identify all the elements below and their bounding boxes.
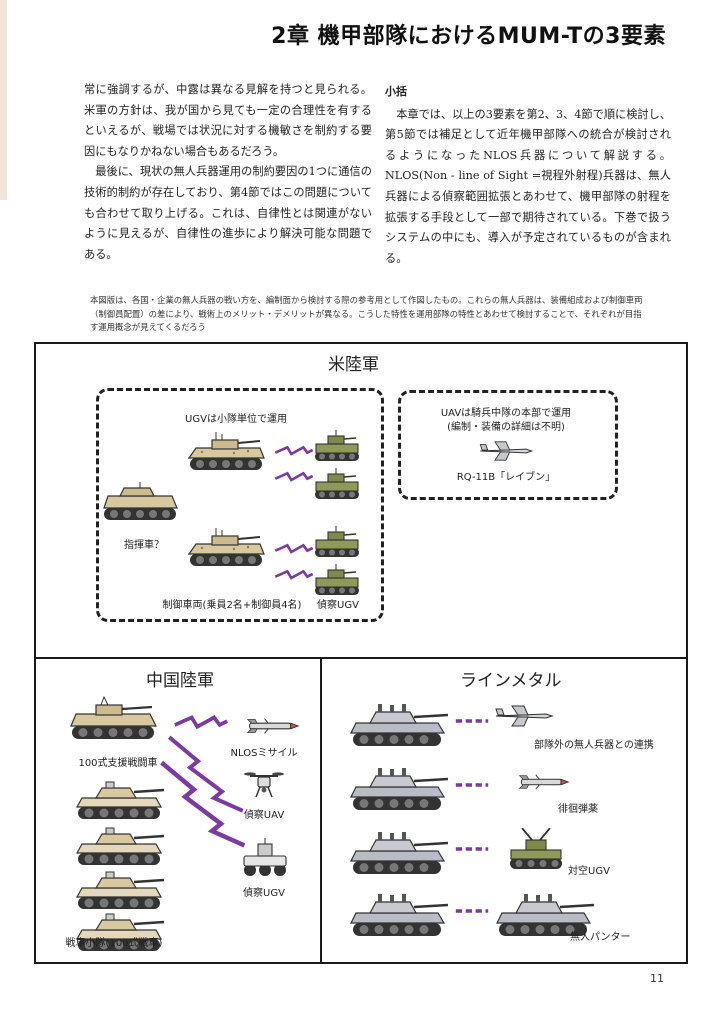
summary-paragraph: 本章では、以上の3要素を第2、3、4節で順に検討し、第5節では補足として近年機甲… xyxy=(385,107,671,265)
type100-tank-icon xyxy=(74,866,164,914)
recon-ugv-icon xyxy=(312,468,362,502)
recon-ugv-label: 偵察UGV xyxy=(317,600,359,611)
panther-tank-icon xyxy=(348,700,448,750)
datalink-zigzag-icon xyxy=(274,442,314,462)
figure-caption: 本図版は、各国・企業の無人兵器の戦い方を、編制面から検討する際の参考用として作図… xyxy=(90,295,643,333)
datalink-dash-icon xyxy=(454,844,490,854)
tank-platoon-label: 戦車小隊(100式戦車) xyxy=(65,938,163,949)
unmanned-panther-label: 無人パンター xyxy=(570,932,631,943)
uav-unit-note: UAVは騎兵中隊の本部で運用 xyxy=(440,408,572,419)
datalink-zigzag-icon xyxy=(158,744,248,864)
panther-tank-icon xyxy=(348,890,448,940)
page-number: 11 xyxy=(650,972,664,985)
nlos-missile-label: NLOSミサイル xyxy=(230,748,298,759)
recon-ugv-icon xyxy=(312,526,362,560)
recon-ugv-icon xyxy=(312,430,362,464)
control-vehicle-upper-icon xyxy=(186,432,266,476)
china-recon-ugv-label: 偵察UGV xyxy=(243,888,285,899)
left-paragraph-1: 常に強調するが、中露は異なる見解を持つと見られる。米軍の方針は、我が国から見ても… xyxy=(84,83,372,158)
ugv-platoon-note: UGVは小隊単位で運用 xyxy=(185,414,287,425)
left-paragraph-2: 最後に、現状の無人兵器運用の制約要因の1つに通信の技術的制約が存在しており、第4… xyxy=(84,165,372,261)
loitering-munition-label: 徘徊弾薬 xyxy=(558,804,598,815)
datalink-dash-icon xyxy=(454,906,490,916)
uav-detail-note: (編制・装備の詳細は不明) xyxy=(447,422,565,433)
rheinmetall-title: ラインメタル xyxy=(460,671,562,691)
comparison-figure: 米陸軍 UGVは小隊単位で運用 指揮車？ 制御車両(乗員2名+制御員4名) 偵察… xyxy=(34,342,688,964)
panther-tank-icon xyxy=(348,828,448,878)
control-vehicle-lower-icon xyxy=(186,528,266,572)
nlos-missile-icon xyxy=(244,718,300,734)
panther-tank-icon xyxy=(348,764,448,814)
us-army-title: 米陸軍 xyxy=(328,355,379,375)
datalink-dash-icon xyxy=(454,780,490,790)
control-vehicle-label: 制御車両(乗員2名+制御員4名) xyxy=(162,600,302,611)
right-text-column: 小括 本章では、以上の3要素を第2、3、4節で順に検討し、第5節では補足として近… xyxy=(385,80,671,269)
external-unmanned-link-label: 部隊外の無人兵器との連携 xyxy=(534,740,654,751)
left-text-column: 常に強調するが、中露は異なる見解を持つと見られる。米軍の方針は、我が国から見ても… xyxy=(84,80,372,265)
raven-uav-label: RQ-11B「レイブン」 xyxy=(456,472,556,483)
air-defense-ugv-label: 対空UGV xyxy=(568,866,610,877)
air-defense-ugv-icon xyxy=(506,828,566,872)
summary-heading: 小括 xyxy=(385,85,407,98)
us-ugv-group-box xyxy=(96,388,384,622)
datalink-zigzag-icon xyxy=(274,468,314,488)
external-uav-icon xyxy=(494,704,554,728)
command-vehicle-icon xyxy=(100,482,180,526)
recon-uav-icon xyxy=(244,770,284,800)
recon-ugv-wheeled-icon xyxy=(240,838,290,878)
us-uav-group-box xyxy=(398,390,618,500)
support-vehicle-label: 100式支援戦闘車 xyxy=(78,758,158,769)
recon-ugv-icon xyxy=(312,564,362,598)
datalink-zigzag-icon xyxy=(274,540,314,560)
datalink-zigzag-icon xyxy=(274,566,314,586)
recon-uav-label: 偵察UAV xyxy=(243,810,285,821)
figure-vertical-divider xyxy=(320,659,322,962)
type100-support-vehicle-icon xyxy=(68,696,158,744)
figure-horizontal-divider xyxy=(36,657,686,659)
raven-uav-icon xyxy=(478,440,534,462)
command-vehicle-label: 指揮車？ xyxy=(124,540,164,551)
type100-tank-icon xyxy=(74,822,164,870)
chapter-title: 2章 機甲部隊におけるMUM-Tの3要素 xyxy=(271,24,666,49)
type100-tank-icon xyxy=(74,776,164,824)
loitering-munition-icon xyxy=(516,774,570,790)
china-army-title: 中国陸軍 xyxy=(146,671,214,691)
datalink-dash-icon xyxy=(454,716,490,726)
page-edge-tab xyxy=(0,0,7,200)
